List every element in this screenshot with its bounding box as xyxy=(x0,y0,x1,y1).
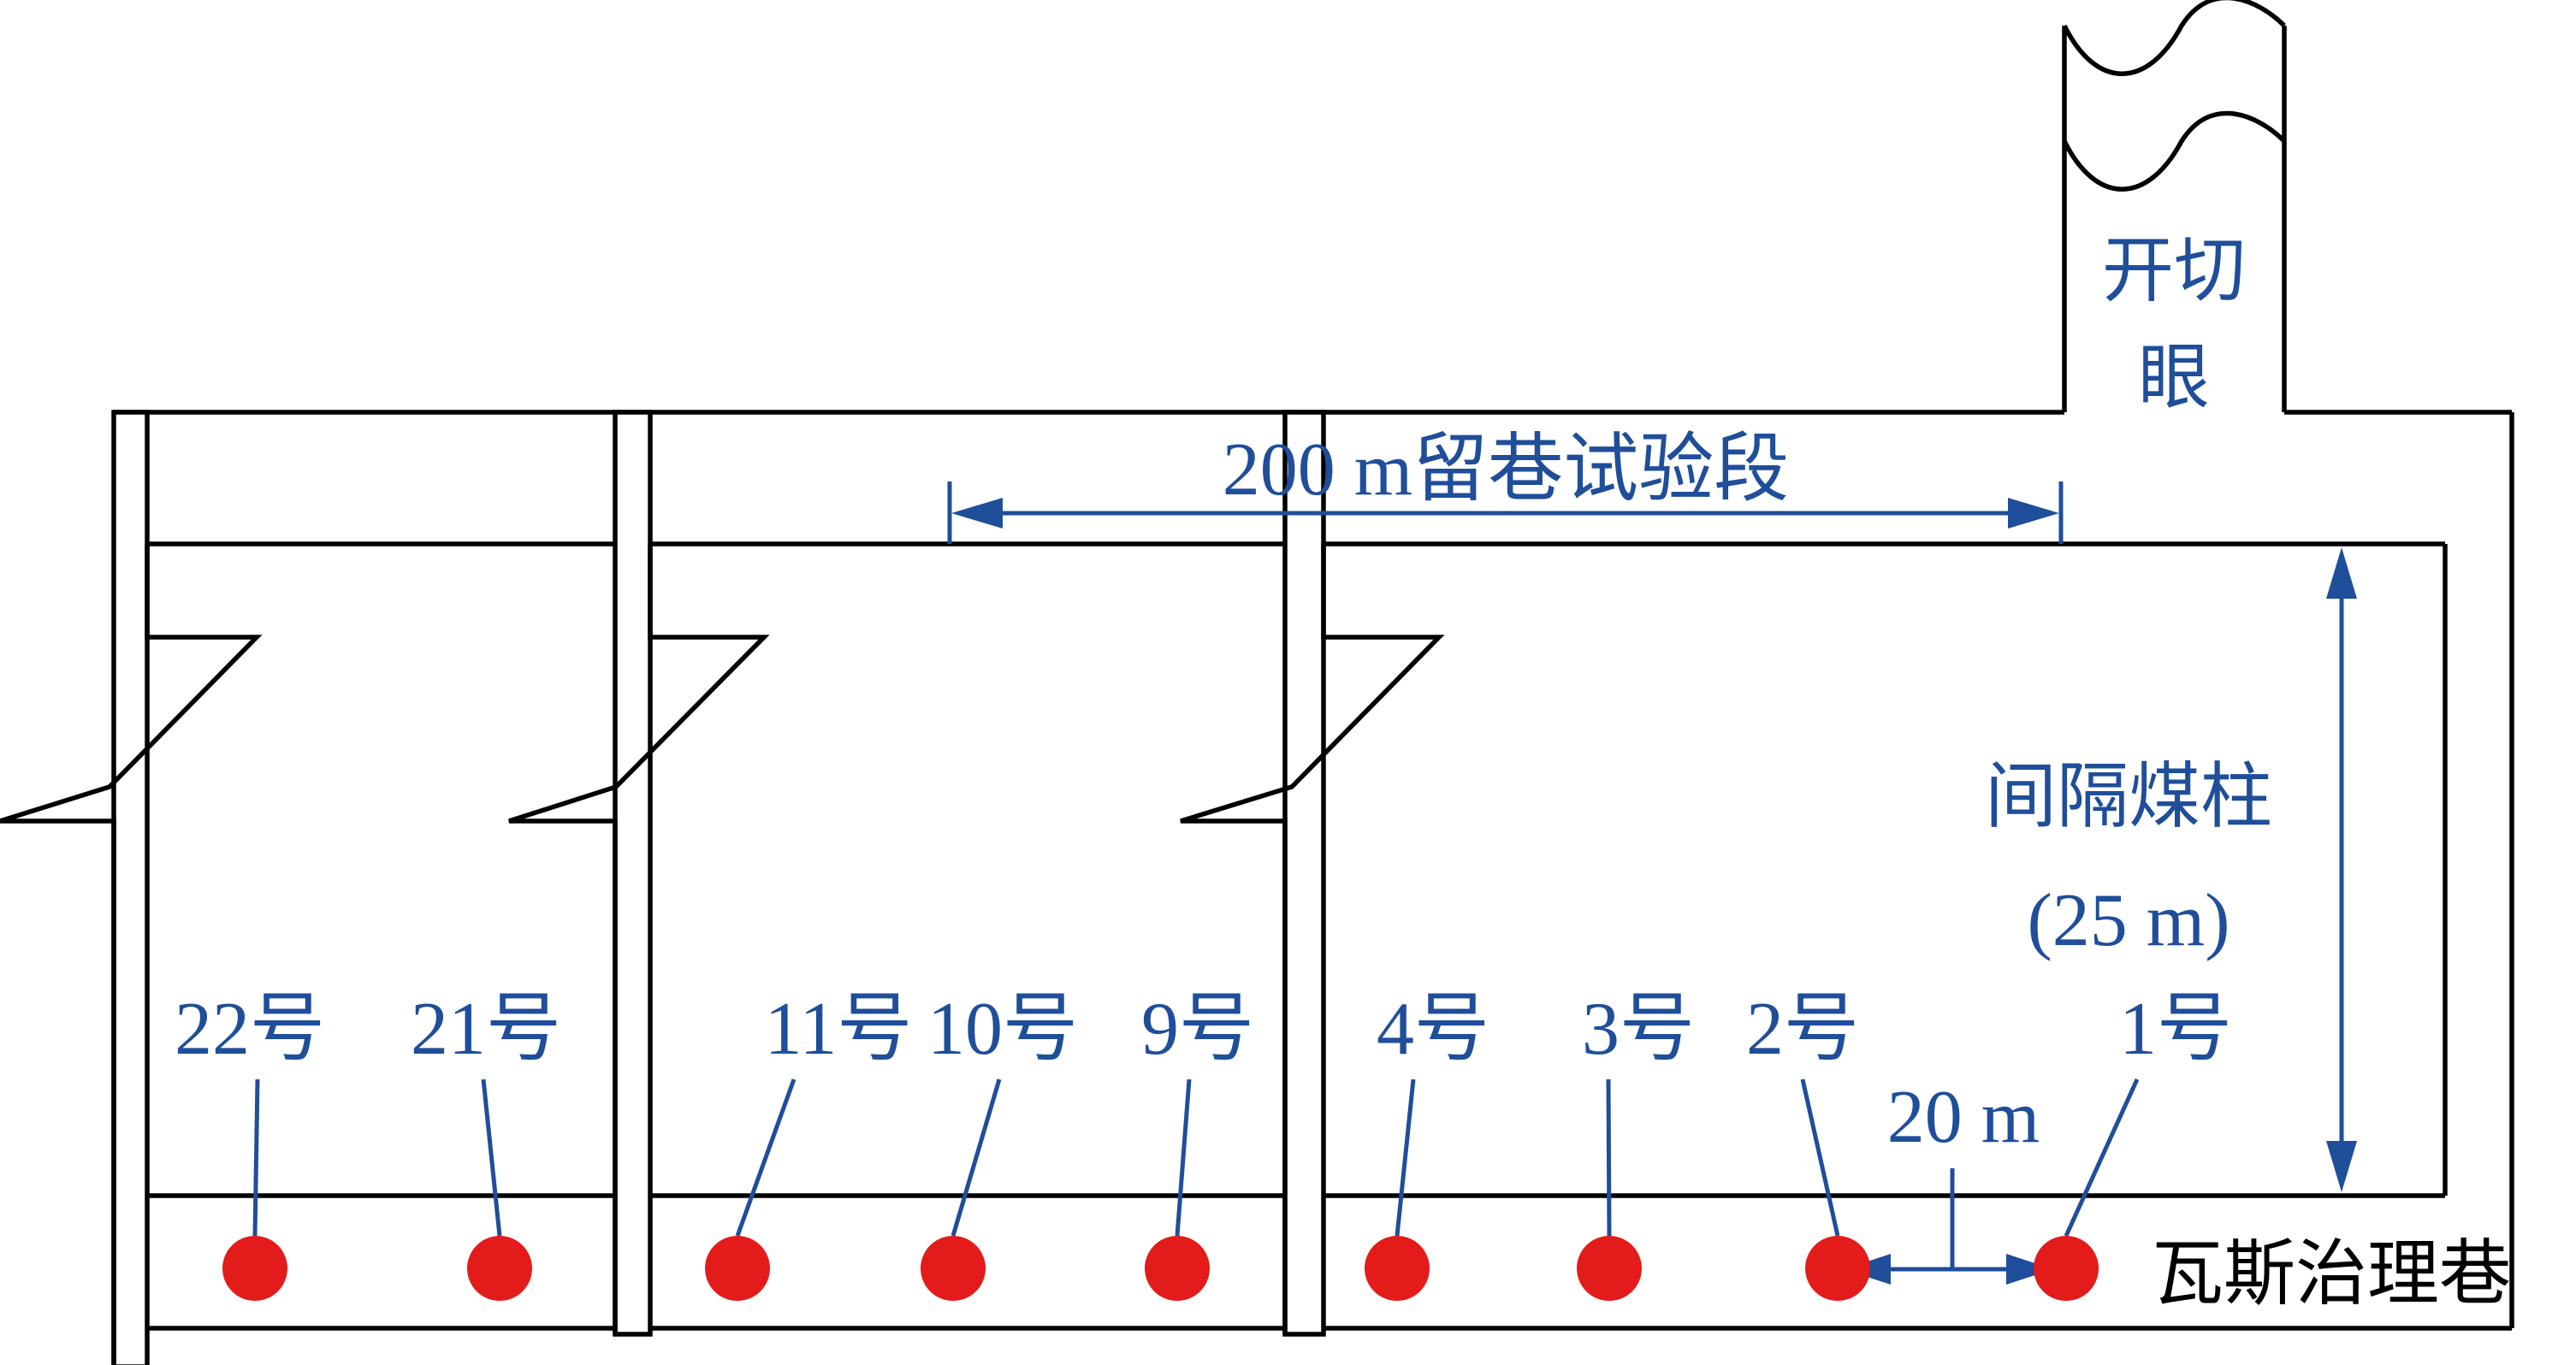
borehole-leader-line xyxy=(1175,1078,1192,1237)
test-section-dimension: 200 m留巷试验段 xyxy=(947,428,2064,544)
borehole-9: 1号 xyxy=(2034,988,2232,1301)
left-break-zigzag xyxy=(0,544,263,1365)
right-break-wall xyxy=(1282,410,1326,1337)
borehole-3: 11号 xyxy=(705,988,912,1301)
gas-roadway-label: 瓦斯治理巷 xyxy=(2152,1232,2511,1315)
borehole-leader-line xyxy=(252,1078,260,1237)
test-section-right-arrow xyxy=(2008,498,2059,529)
borehole-label: 1号 xyxy=(2119,988,2232,1071)
borehole-marker xyxy=(1577,1236,1642,1301)
borehole-leader-line xyxy=(481,1078,502,1237)
borehole-label: 9号 xyxy=(1141,988,1254,1071)
spacing-label: 20 m xyxy=(1887,1076,2040,1159)
borehole-leader-line xyxy=(950,1078,1002,1237)
pillar-width-label: (25 m) xyxy=(2027,879,2230,962)
borehole-label: 2号 xyxy=(1746,988,1859,1071)
spacing-dimension: 20 m xyxy=(1844,1076,2053,1285)
borehole-leader-line xyxy=(1606,1078,1612,1237)
middle-break-zigzag xyxy=(508,544,770,1334)
open-cut-break-line-upper xyxy=(2062,0,2286,76)
borehole-marker xyxy=(705,1236,770,1301)
borehole-7: 3号 xyxy=(1577,988,1695,1301)
borehole-label: 21号 xyxy=(411,988,561,1071)
open-cut-label: 开切 眼 xyxy=(2102,228,2246,419)
borehole-label: 22号 xyxy=(175,988,325,1071)
borehole-4: 10号 xyxy=(921,988,1078,1301)
borehole-8: 2号 xyxy=(1746,988,1870,1301)
borehole-2: 21号 xyxy=(411,988,561,1301)
borehole-marker xyxy=(921,1236,986,1301)
borehole-leader-line xyxy=(2064,1078,2140,1238)
borehole-6: 4号 xyxy=(1365,988,1489,1301)
borehole-marker xyxy=(1365,1236,1430,1301)
borehole-label: 11号 xyxy=(765,988,913,1071)
borehole-label: 10号 xyxy=(927,988,1078,1071)
open-cut-label-line1: 开切 xyxy=(2102,228,2246,312)
borehole-marker xyxy=(467,1236,532,1301)
borehole-leader-line xyxy=(1800,1078,1840,1237)
test-section-label: 200 m留巷试验段 xyxy=(1223,428,1789,511)
borehole-marker xyxy=(222,1236,287,1301)
pillar-width-dimension: 间隔煤柱 (25 m) xyxy=(1985,547,2357,1192)
borehole-leader-line xyxy=(735,1078,796,1237)
borehole-label: 4号 xyxy=(1377,988,1489,1071)
borehole-leader-line xyxy=(1395,1078,1416,1237)
borehole-marker xyxy=(1805,1236,1870,1301)
open-cut-break-line-lower xyxy=(2062,110,2286,192)
borehole-5: 9号 xyxy=(1141,988,1254,1301)
test-section-left-arrow xyxy=(951,498,1003,529)
roadway-walls xyxy=(0,0,2514,1365)
open-cut-label-line2: 眼 xyxy=(2138,335,2210,419)
right-break-zigzag xyxy=(1180,544,1445,1334)
pillar-name-label: 间隔煤柱 xyxy=(1985,754,2272,838)
pillar-bottom-arrow xyxy=(2326,1141,2357,1192)
middle-break-wall-a xyxy=(613,410,653,1337)
borehole-marker xyxy=(1145,1236,1210,1301)
borehole-marker xyxy=(2034,1236,2099,1301)
borehole-label: 3号 xyxy=(1582,988,1695,1071)
borehole-1: 22号 xyxy=(175,988,325,1301)
pillar-top-arrow xyxy=(2326,547,2357,599)
left-break-wall xyxy=(111,410,150,1365)
spacing-right-arrow xyxy=(2006,1254,2053,1285)
